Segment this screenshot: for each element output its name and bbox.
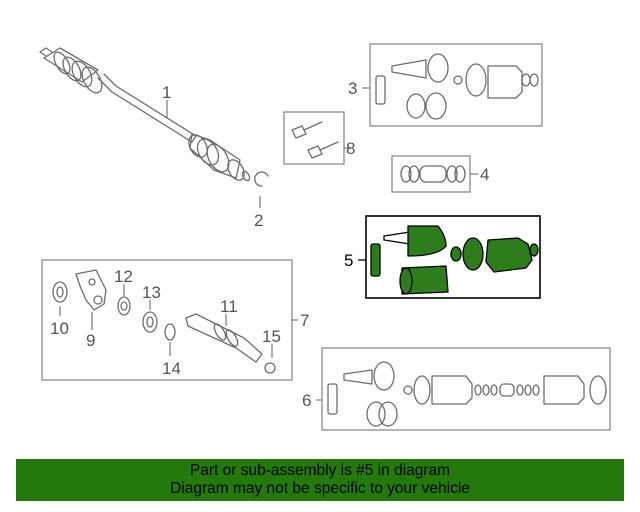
callout-2: 2 bbox=[254, 211, 263, 230]
outer-joint-kit-group bbox=[362, 43, 543, 127]
callout-9: 9 bbox=[86, 331, 95, 350]
callout-3: 3 bbox=[348, 79, 357, 98]
callout-7: 7 bbox=[300, 311, 309, 330]
callout-5[interactable]: 5 bbox=[344, 251, 353, 270]
bolts-group bbox=[283, 111, 350, 165]
intermediate-shaft-group bbox=[41, 259, 298, 381]
callout-10: 10 bbox=[50, 319, 69, 338]
callout-8: 8 bbox=[346, 139, 355, 158]
inner-joint-group bbox=[391, 155, 478, 193]
callout-13: 13 bbox=[142, 283, 161, 302]
callout-12: 12 bbox=[114, 267, 133, 286]
axle-shaft-assembly bbox=[39, 47, 251, 182]
outer-joint-kit-highlighted bbox=[358, 215, 541, 299]
callout-1: 1 bbox=[162, 83, 171, 102]
notice-line-2: Diagram may not be specific to your vehi… bbox=[170, 480, 470, 497]
shaft-components-group bbox=[316, 347, 611, 431]
callout-4: 4 bbox=[480, 165, 489, 184]
notice-banner: Part or sub-assembly is #5 in diagram Di… bbox=[16, 459, 624, 501]
callout-6: 6 bbox=[302, 391, 311, 410]
callout-11: 11 bbox=[220, 297, 238, 316]
notice-line-1: Part or sub-assembly is #5 in diagram bbox=[189, 462, 451, 479]
callout-15: 15 bbox=[262, 327, 281, 346]
callout-14: 14 bbox=[162, 359, 181, 378]
circlip bbox=[254, 171, 269, 208]
